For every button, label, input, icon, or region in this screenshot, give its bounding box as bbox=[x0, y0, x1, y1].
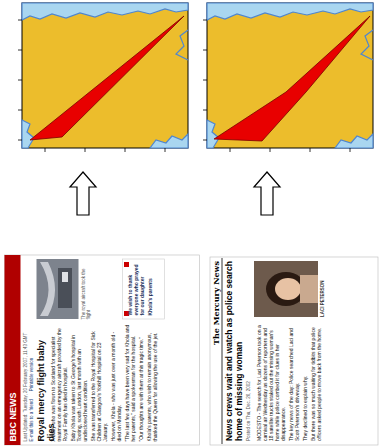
quote-box bbox=[123, 259, 165, 319]
page-text: News crews wait and watch as police sear… bbox=[224, 261, 244, 441]
page-text: Posted on Thu, Dec. 26, 2002 bbox=[246, 321, 251, 441]
map-sea bbox=[207, 3, 373, 20]
page-text: BBC NEWS bbox=[8, 321, 18, 441]
page-ground bbox=[5, 255, 200, 445]
flight-path bbox=[30, 16, 184, 140]
page-text: Printable version bbox=[29, 357, 34, 391]
map-sea bbox=[207, 120, 219, 148]
page-text: A baby who was flown to Scotland for spe… bbox=[50, 323, 68, 441]
up-arrow bbox=[70, 172, 96, 215]
text-column: A baby who was flown to Scotland for spe… bbox=[50, 323, 158, 441]
text-column: Last Updated: Tuesday, 20 February 2007,… bbox=[23, 291, 28, 441]
news-page: BBC NEWS Last Updated: Tuesday, 20 Februa… bbox=[5, 255, 200, 445]
text-column: BBC NEWS bbox=[8, 321, 18, 441]
news-photo bbox=[254, 261, 318, 317]
map-coast bbox=[361, 30, 373, 60]
page-text: Khola's parents, who wish to remain anon… bbox=[146, 323, 158, 441]
text-column: We wish to thank everyone who prayed for… bbox=[127, 261, 153, 315]
text-column: The royal aircraft took the flight bbox=[81, 259, 91, 319]
text-column: Posted on Thu, Dec. 26, 2002 bbox=[246, 321, 251, 441]
page-text: They declined to explain why. bbox=[302, 323, 308, 441]
page-text: E-mail this to a friend bbox=[29, 399, 34, 441]
page-text: However, Khola - who was just over a mon… bbox=[110, 323, 122, 441]
page-text: Baby Khola was taken to St George's hosp… bbox=[70, 323, 88, 441]
map-coast bbox=[176, 30, 188, 60]
news-photo bbox=[37, 259, 79, 319]
page-text: The royal aircraft took the flight bbox=[81, 259, 91, 319]
flight-path bbox=[214, 16, 370, 141]
masthead-rule bbox=[222, 258, 223, 444]
masthead-bar bbox=[5, 255, 21, 445]
page-text: Last Updated: Tuesday, 20 February 2007,… bbox=[23, 291, 28, 441]
map-sea bbox=[335, 134, 373, 148]
text-column: MODESTO - The search for Laci Peterson t… bbox=[256, 323, 322, 441]
page-text: Khola's parents bbox=[147, 261, 153, 315]
up-arrow bbox=[254, 172, 280, 215]
quote-mark bbox=[124, 262, 129, 267]
page-text: LACI PETERSON bbox=[320, 261, 325, 317]
map-ticks bbox=[18, 20, 165, 152]
map-land bbox=[22, 3, 188, 148]
page-text: But there was so much waiting for tidbit… bbox=[310, 323, 322, 441]
map-sea bbox=[150, 134, 188, 148]
text-column: The Mercury News bbox=[211, 261, 221, 355]
map-land bbox=[207, 3, 373, 148]
page-text: The Mercury News bbox=[211, 261, 221, 355]
map-sea bbox=[22, 3, 188, 20]
news-page: The Mercury NewsNews crews wait and watc… bbox=[210, 257, 378, 445]
page-ground bbox=[210, 257, 378, 445]
map-sea bbox=[22, 120, 34, 148]
page-text: MODESTO - The search for Laci Peterson t… bbox=[256, 323, 286, 441]
map-ticks bbox=[203, 20, 350, 152]
page-text: "Our thoughts are with them at this trag… bbox=[138, 323, 144, 441]
page-text: She was transferred to the Royal Hospita… bbox=[90, 323, 108, 441]
text-column: LACI PETERSON bbox=[320, 261, 325, 317]
page-text: We wish to thank everyone who prayed for… bbox=[127, 261, 145, 315]
page-text: The key news of the day: Police searched… bbox=[288, 323, 300, 441]
map-panel bbox=[18, 3, 188, 152]
page-text: "The last few days have been very sad fo… bbox=[124, 323, 136, 441]
text-column: E-mail this to a friend Printable version bbox=[29, 291, 34, 441]
map-panel bbox=[203, 3, 373, 152]
text-column: News crews wait and watch as police sear… bbox=[224, 261, 244, 441]
